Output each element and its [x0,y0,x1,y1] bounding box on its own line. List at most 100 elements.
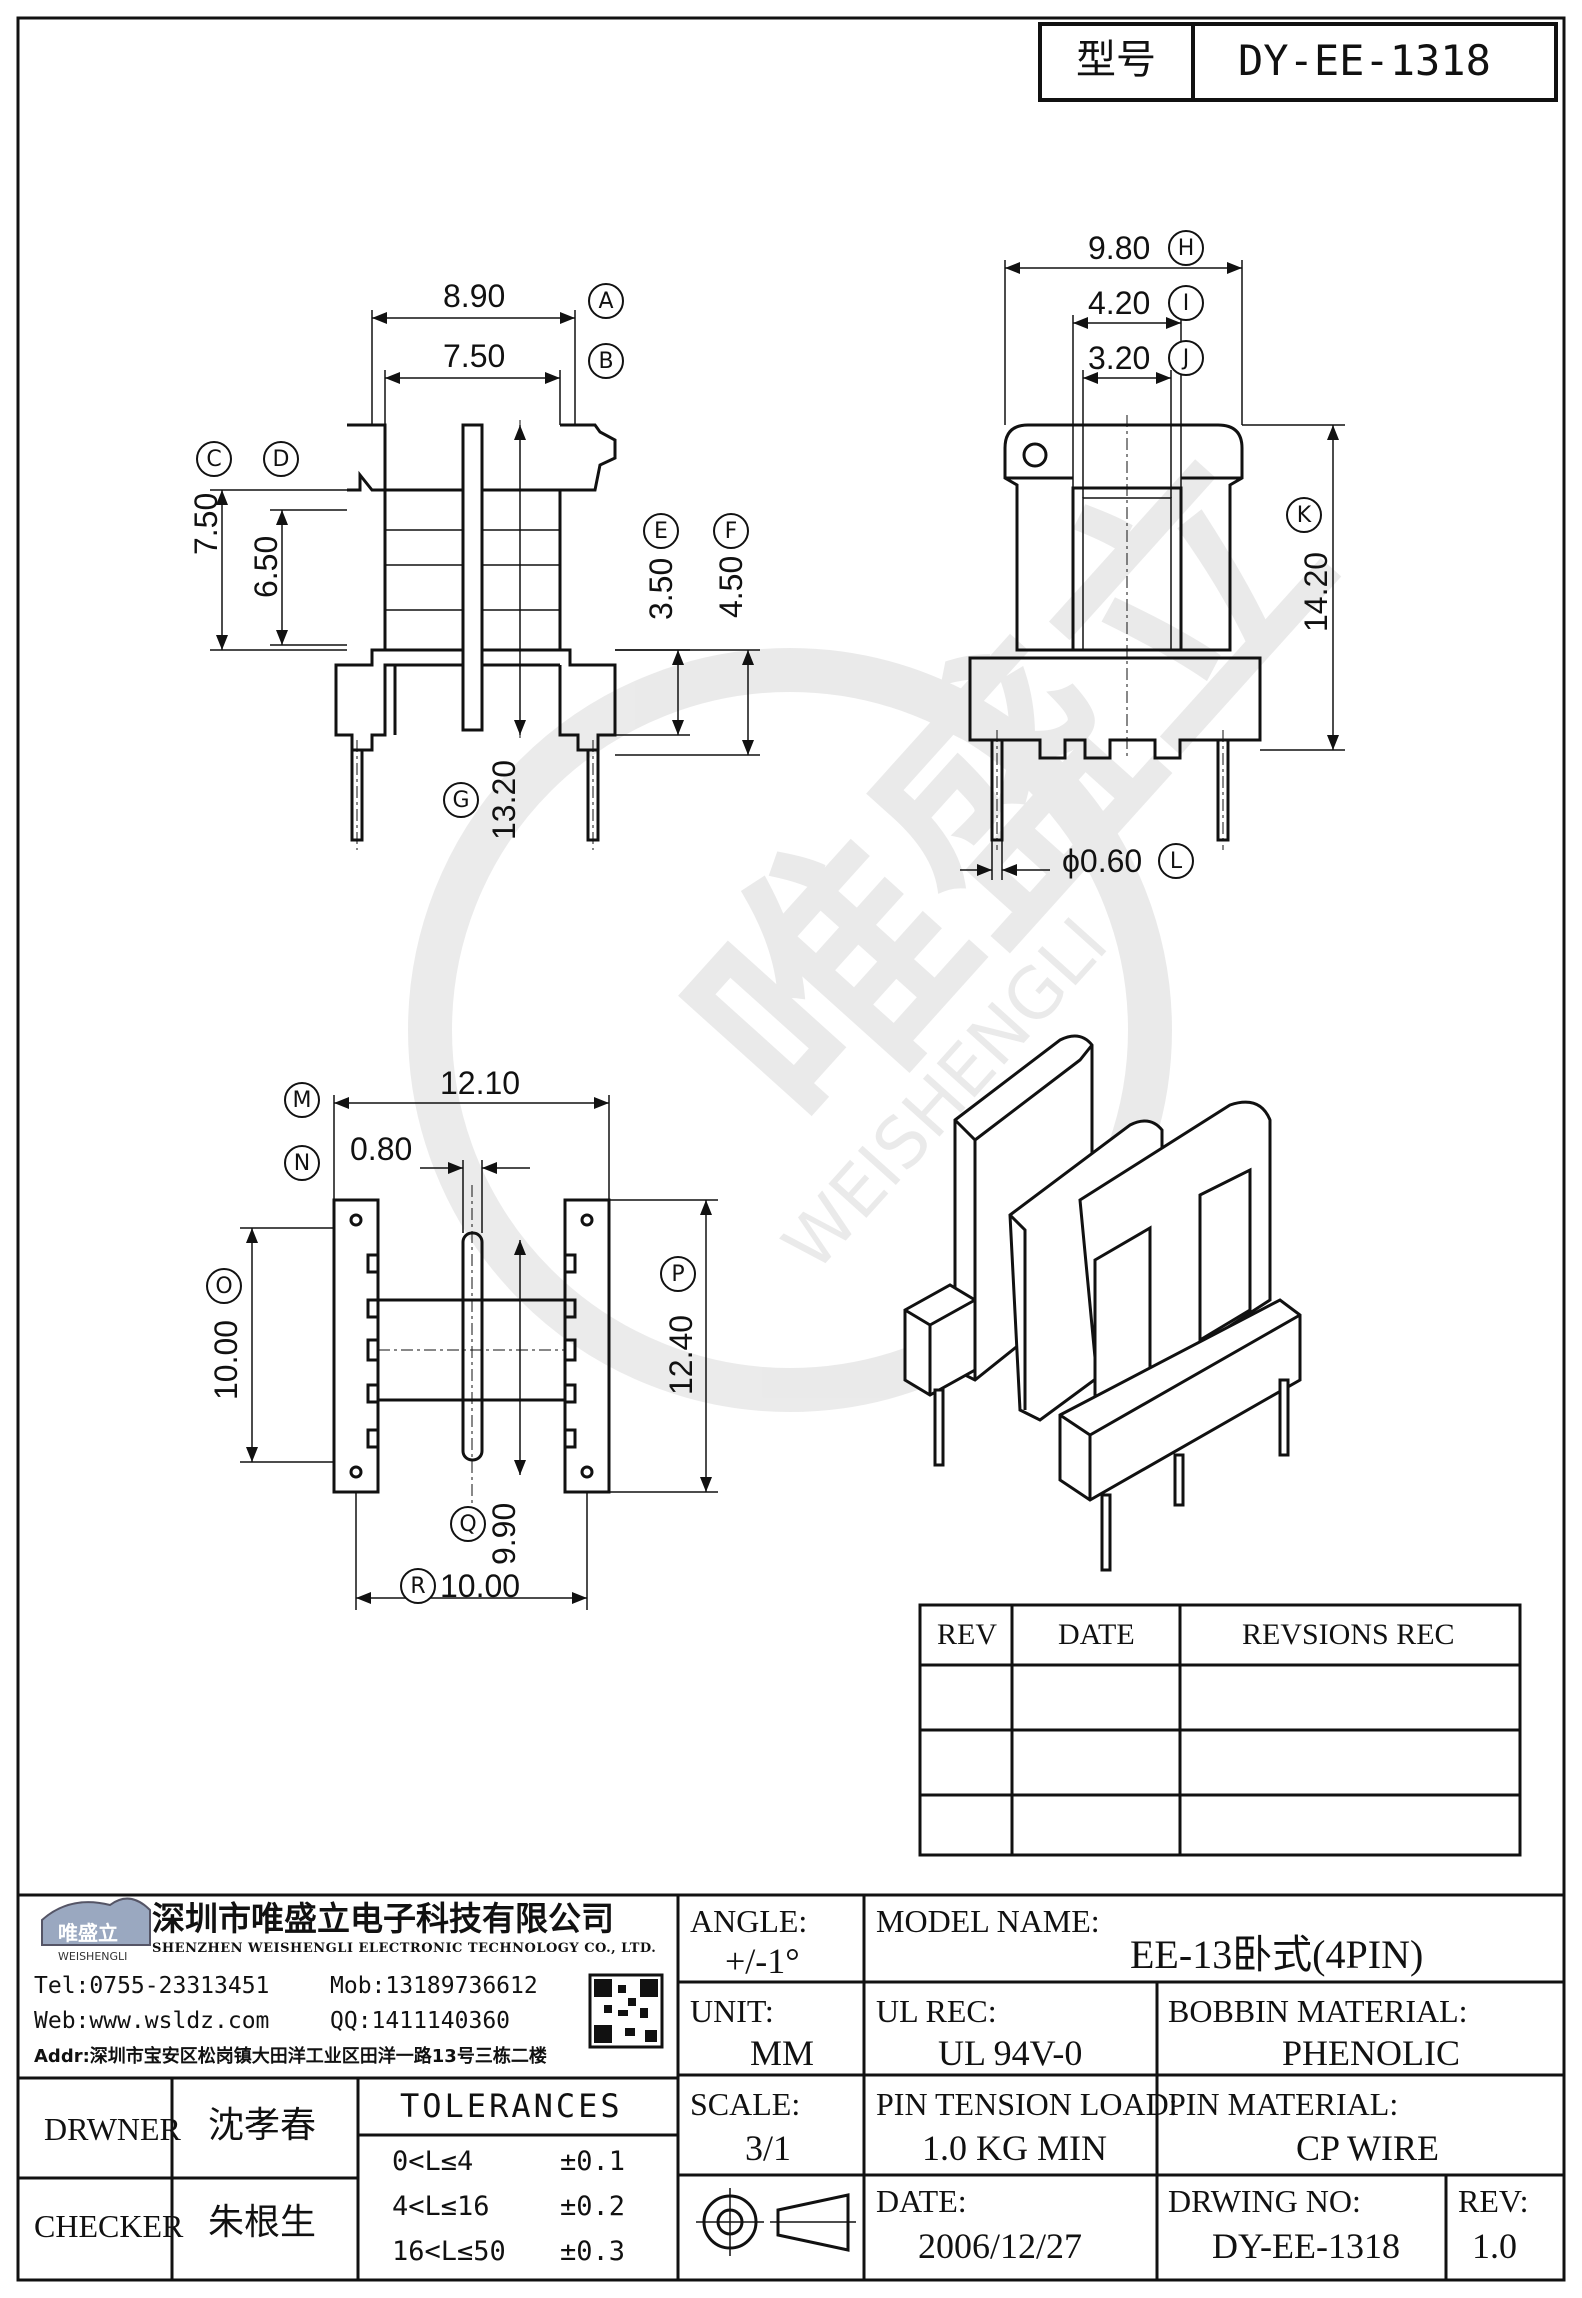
dim-g: 13.20 [486,759,522,840]
balloon-l: L [1158,843,1194,879]
dim-p: 12.40 [663,1314,699,1395]
pin-material-label: PIN MATERIAL: [1168,2086,1399,2122]
angle-value: +/-1° [725,1941,800,1981]
front-right-flange [560,423,617,492]
balloon-c: C [196,441,232,477]
iso-pin-2 [1100,1493,1112,1572]
iso-pin-1 [933,1388,945,1467]
dim-r: 10.00 [440,1568,521,1604]
sheet-border [16,16,1566,2282]
dim-b: 7.50 [443,338,506,374]
front-view [334,420,617,850]
title-block-grid [18,1893,1564,2280]
model-name-label: MODEL NAME: [876,1903,1100,1939]
unit-label: UNIT: [690,1993,774,2029]
date-value: 2006/12/27 [918,2226,1083,2266]
pin-material-value: CP WIRE [1296,2128,1440,2168]
dim-k: 14.20 [1298,551,1334,632]
balloon-k: K [1286,497,1322,533]
dim-e: 3.50 [643,557,679,620]
dim-f: 4.50 [713,555,749,618]
model-name-value: EE-13卧式(4PIN) [1130,1932,1424,1977]
balloon-g: G [443,782,479,818]
rev-label: REV: [1458,2183,1529,2219]
drawer-value: 沈孝春 [208,2105,317,2146]
scale-label: SCALE: [690,2086,801,2122]
company-name-en: SHENZHEN WEISHENGLI ELECTRONIC TECHNOLOG… [152,1941,657,1956]
company-logo: 唯盛立 WEISHENGLI [41,1897,151,1963]
dim-q: 9.90 [486,1502,522,1565]
angle-label: ANGLE: [690,1903,808,1939]
rev-header-rev: REV [937,1618,997,1651]
header-model-box [1038,22,1558,102]
dim-m: 12.10 [440,1065,521,1101]
iso-pin-3 [1278,1378,1290,1457]
balloon-j: J [1168,340,1204,376]
bobbin-label: BOBBIN MATERIAL: [1168,1993,1468,2029]
balloon-e: E [643,513,679,549]
balloon-r: R [400,1568,436,1604]
isometric-view [903,1034,1302,1572]
company-addr: Addr:深圳市宝安区松岗镇大田洋工业区田洋一路13号三栋二楼 [34,2046,547,2067]
dim-n: 0.80 [350,1131,413,1167]
balloon-f: F [713,513,749,549]
balloon-b: B [588,343,624,379]
balloon-h: H [1168,230,1204,266]
rev-header-date: DATE [1058,1618,1135,1651]
front-left-flange [347,423,387,492]
balloon-q: Q [450,1506,486,1542]
rev-header-rec: REVSIONS REC [1242,1618,1455,1651]
company-name-cn: 深圳市唯盛立电子科技有限公司 [152,1899,614,1938]
checker-value: 朱根生 [208,2202,317,2243]
iso-pin-4 [1173,1453,1185,1507]
company-tel: Tel:0755-23313451 [34,1973,270,1999]
front-left-base [334,490,397,752]
balloon-m: M [284,1082,320,1118]
balloon-d: D [263,441,299,477]
ul-label: UL REC: [876,1993,997,2029]
revision-table [918,1603,1522,1857]
front-right-base [558,490,617,752]
side-view [968,415,1262,850]
drawing-no-value: DY-EE-1318 [1212,2226,1400,2266]
company-qq: QQ:1411140360 [330,2008,511,2034]
unit-value: MM [750,2033,815,2073]
balloon-o: O [206,1268,242,1304]
bottom-view [332,1185,611,1510]
model-value: DY-EE-1318 [1238,36,1491,85]
side-base [968,656,1262,760]
side-mount-hole [1022,442,1048,468]
dim-i: 4.20 [1088,285,1151,321]
drawer-label: DRWNER [44,2111,181,2147]
logo-cn-text: 唯盛立 [58,1921,118,1945]
balloon-i: I [1168,285,1204,321]
dim-l: ϕ0.60 [1062,843,1143,879]
side-view-dims [960,260,1345,880]
projection-symbol [696,2188,856,2256]
dim-c: 7.50 [188,492,224,555]
dim-o: 10.00 [208,1319,244,1400]
logo-en-text: WEISHENGLI [58,1950,127,1963]
dim-h: 9.80 [1088,230,1151,266]
balloon-a: A [588,283,624,319]
bottom-view-dims [240,1095,718,1610]
balloon-p: P [660,1256,696,1292]
dim-d: 6.50 [248,535,284,598]
tolerance-range-3: 16<L≤50 [392,2236,506,2267]
dim-j: 3.20 [1088,340,1151,376]
tolerance-range-2: 4<L≤16 [392,2191,490,2222]
tolerance-value-3: ±0.3 [560,2236,626,2267]
pin-tension-value: 1.0 KG MIN [922,2128,1107,2168]
date-label: DATE: [876,2183,967,2219]
tolerance-range-1: 0<L≤4 [392,2146,474,2177]
dim-a: 8.90 [443,278,506,314]
tolerances-title: TOLERANCES [400,2087,623,2125]
front-view-dims [210,310,760,756]
rev-value: 1.0 [1472,2226,1517,2266]
bobbin-value: PHENOLIC [1282,2033,1460,2073]
tolerance-value-2: ±0.2 [560,2191,626,2222]
front-center-flange [461,423,484,732]
checker-label: CHECKER [34,2208,184,2244]
iso-left-tab [903,1283,977,1397]
